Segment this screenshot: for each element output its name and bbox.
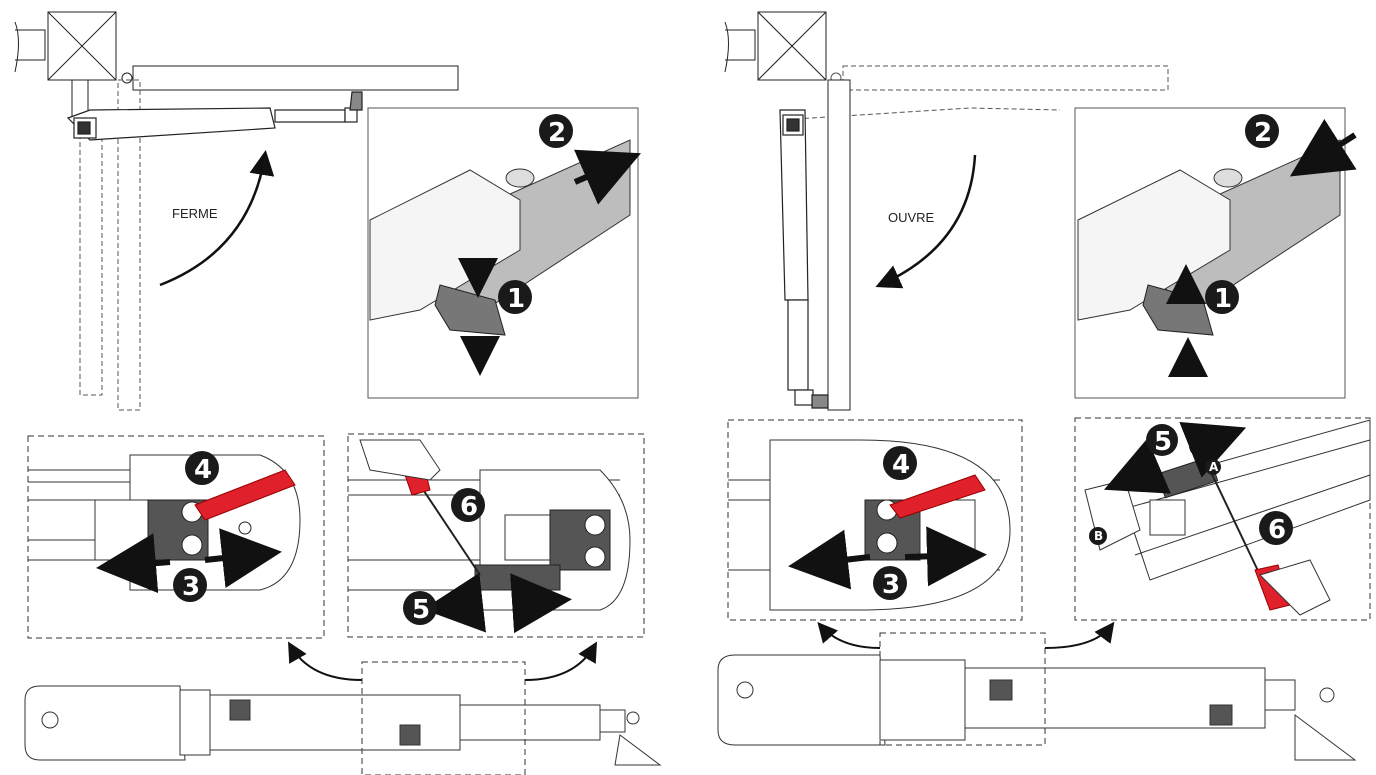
- connector-arrow-right-a: [817, 621, 881, 649]
- step-2-badge: 2: [548, 118, 566, 148]
- step-3-badge-right: 3: [882, 570, 900, 600]
- step-1-badge: 1: [507, 284, 525, 314]
- left-panel-close: FERME 2 1: [14, 11, 662, 775]
- zoom-panel-adjust-right-a: 4 3: [727, 419, 1023, 621]
- step-4-badge-left: 4: [194, 455, 212, 485]
- zoom-panel-adjust-right-b: 5 6 A B: [1074, 417, 1371, 621]
- open-rotation-arrow: [875, 154, 977, 289]
- close-label: FERME: [172, 206, 218, 221]
- gate-leaf-open: [827, 79, 851, 411]
- step-3-badge-left: 3: [182, 572, 200, 602]
- point-b-badge: B: [1094, 529, 1103, 543]
- close-rotation-arrow: [159, 150, 275, 287]
- zoom-panel-adjust-left-a: 4 3: [27, 435, 325, 639]
- operator-body-left: [24, 685, 662, 766]
- step-1-badge-right: 1: [1214, 284, 1232, 314]
- operator-body-right: [717, 654, 1357, 761]
- wall-pillar: [14, 11, 117, 81]
- dashed-focus-box-left: [361, 661, 526, 775]
- wall-pillar-right: [724, 11, 827, 81]
- dashed-focus-box-right: [879, 632, 1046, 746]
- step-5-badge-left: 5: [412, 595, 430, 625]
- step-5-badge-right: 5: [1154, 427, 1172, 457]
- gate-leaf-closed: [121, 65, 459, 91]
- point-a-badge: A: [1209, 460, 1219, 474]
- step-4-badge-right: 4: [892, 450, 910, 480]
- zoom-panel-release-top-left: 2 1: [367, 107, 641, 399]
- step-6-badge-right: 6: [1268, 515, 1286, 545]
- connector-arrow-left-b: [524, 641, 597, 681]
- right-panel-open: OUVRE 2 1: [717, 11, 1371, 761]
- step-6-badge-left: 6: [460, 492, 478, 522]
- operator-arm-open: [779, 109, 829, 409]
- zoom-panel-adjust-left-b: 6 5: [347, 433, 645, 638]
- open-label: OUVRE: [888, 210, 935, 225]
- step-2-badge-right: 2: [1254, 118, 1272, 148]
- connector-arrow-left-a: [288, 641, 363, 681]
- connector-arrow-right-b: [1044, 621, 1115, 649]
- operator-arm-closed: [66, 91, 363, 141]
- zoom-panel-release-top-right: 2 1: [1074, 107, 1357, 399]
